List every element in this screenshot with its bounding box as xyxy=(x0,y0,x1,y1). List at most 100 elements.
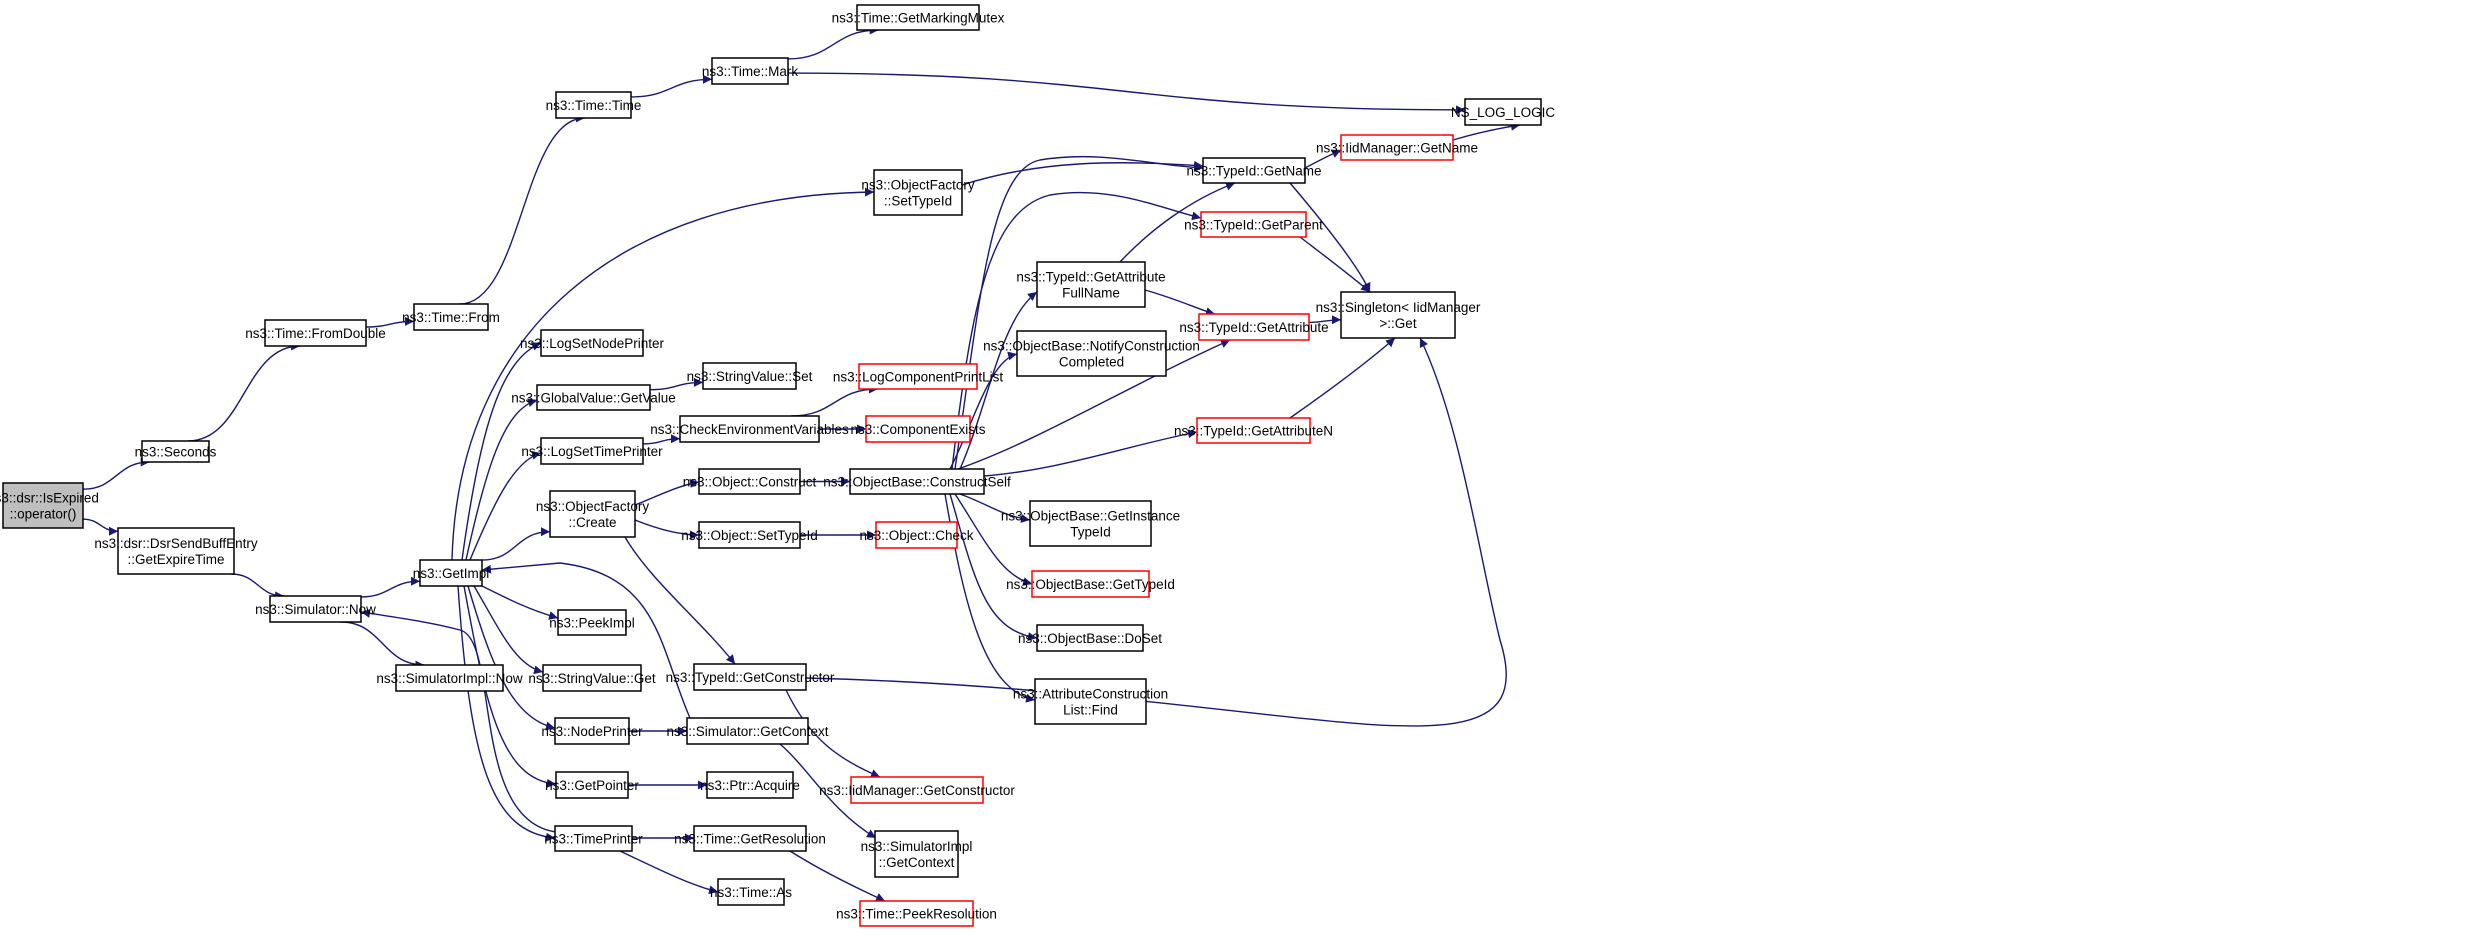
function-node-n21[interactable]: ns3::TimePrinter xyxy=(544,825,643,852)
node-label: ns3::TypeId::GetAttribute xyxy=(1016,270,1165,285)
function-node-n10[interactable]: ns3::GetImpl xyxy=(413,559,490,587)
function-node-n29[interactable]: ns3::Time::GetResolution xyxy=(674,825,826,852)
edge-line xyxy=(785,689,881,778)
function-node-n17[interactable]: ns3::PeekImpl xyxy=(549,609,635,636)
function-node-n49[interactable]: ns3::Singleton< IidManager >::Get xyxy=(1316,291,1481,339)
function-node-n28[interactable]: ns3::Ptr::Acquire xyxy=(700,771,800,799)
function-node-n31[interactable]: ns3::LogComponentPrintList xyxy=(833,363,1004,390)
function-node-n2[interactable]: ns3::dsr::DsrSendBuffEntry::GetExpireTim… xyxy=(94,527,258,575)
node-label: FullName xyxy=(1062,286,1120,301)
function-node-n27[interactable]: ns3::Simulator::GetContext xyxy=(666,717,829,745)
function-node-n33[interactable]: ns3::ObjectBase::ConstructSelf xyxy=(823,468,1011,495)
function-node-n25[interactable]: ns3::Object::SetTypeId xyxy=(681,521,818,549)
edge-line xyxy=(957,339,1231,470)
function-node-n5[interactable]: ns3::Time::Time xyxy=(546,91,642,119)
node-box xyxy=(395,664,504,692)
node-label: ns3::Singleton< IidManager xyxy=(1316,300,1481,315)
call-edge-n47-to-n49 xyxy=(1289,337,1396,419)
function-node-n18[interactable]: ns3::StringValue::Get xyxy=(528,664,656,692)
function-node-n35[interactable]: ns3::IidManager::GetConstructor xyxy=(819,776,1015,804)
edge-line xyxy=(1119,181,1236,263)
function-node-n6[interactable]: ns3::Time::Mark xyxy=(702,57,799,85)
function-node-n15[interactable]: ns3::LogSetTimePrinter xyxy=(521,437,663,465)
function-node-n24[interactable]: ns3::Object::Construct xyxy=(683,468,817,495)
function-node-n41[interactable]: ns3::ObjectBase::GetTypeId xyxy=(1006,570,1175,598)
function-node-n47[interactable]: ns3::TypeId::GetAttributeN xyxy=(1174,417,1333,444)
function-node-n4[interactable]: ns3::Time::From xyxy=(402,303,500,331)
node-label: ns3::PeekImpl xyxy=(549,616,635,631)
node-label: ns3::Time::From xyxy=(402,310,500,325)
edge-line xyxy=(463,585,557,788)
node-box xyxy=(873,169,963,216)
node-box xyxy=(269,595,362,623)
node-box xyxy=(1202,157,1306,184)
function-node-n42[interactable]: ns3::ObjectBase::DoSet xyxy=(1018,624,1162,652)
call-edge-n12-to-n44 xyxy=(961,160,1204,186)
function-node-n8[interactable]: NS_LOG_LOGIC xyxy=(1451,98,1556,126)
edge-line xyxy=(789,850,886,902)
function-node-n13[interactable]: ns3::LogSetNodePrinter xyxy=(520,329,665,357)
node-label: ns3::SimulatorImpl xyxy=(861,839,973,854)
node-box xyxy=(702,362,797,390)
edge-line xyxy=(360,608,557,833)
function-node-n9[interactable]: ns3::Simulator::Now xyxy=(255,595,376,623)
function-node-n12[interactable]: ns3::ObjectFactory::SetTypeId xyxy=(861,169,975,216)
edge-line xyxy=(1304,149,1342,169)
node-label: ns3::ObjectBase::GetTypeId xyxy=(1006,577,1175,592)
function-node-n48[interactable]: ns3::IidManager::GetName xyxy=(1316,134,1478,161)
node-box xyxy=(549,490,636,538)
function-node-n0[interactable]: ns3::dsr::IsExpired::operator() xyxy=(0,482,99,529)
function-node-n36[interactable]: ns3::SimulatorImpl::GetContext xyxy=(861,830,973,878)
function-node-n16[interactable]: ns3::ObjectFactory::Create xyxy=(536,490,650,538)
function-node-n39[interactable]: ns3::ObjectBase::NotifyConstructionCompl… xyxy=(983,330,1200,377)
edge-line xyxy=(791,384,878,417)
function-node-n23[interactable]: ns3::CheckEnvironmentVariables xyxy=(650,415,849,443)
node-label: >::Get xyxy=(1379,316,1416,331)
node-box xyxy=(1029,500,1152,547)
call-edge-n2-to-n9 xyxy=(231,573,285,601)
edge-line xyxy=(634,519,700,540)
function-node-n30[interactable]: ns3::Time::As xyxy=(710,878,792,906)
node-box xyxy=(540,437,644,465)
function-node-n32[interactable]: ns3::ComponentExists xyxy=(850,415,986,443)
node-label: ns3::Time::PeekResolution xyxy=(836,907,997,922)
function-node-n3[interactable]: ns3::Time::FromDouble xyxy=(245,319,386,347)
node-box xyxy=(1036,261,1146,308)
edge-line xyxy=(365,316,415,328)
node-label: ns3::ObjectBase::DoSet xyxy=(1018,631,1162,646)
call-edge-n10-to-n21 xyxy=(457,585,556,842)
function-node-n22[interactable]: ns3::StringValue::Set xyxy=(687,362,813,390)
edge-line xyxy=(959,493,1031,523)
function-node-n19[interactable]: ns3::NodePrinter xyxy=(541,717,643,745)
node-label: ns3::IidManager::GetConstructor xyxy=(819,783,1015,798)
function-node-n11[interactable]: ns3::SimulatorImpl::Now xyxy=(376,664,523,692)
function-node-n37[interactable]: ns3::Time::PeekResolution xyxy=(836,900,997,927)
function-node-n46[interactable]: ns3::TypeId::GetAttribute xyxy=(1179,313,1329,341)
function-node-n26[interactable]: ns3::TypeId::GetConstructor xyxy=(666,663,835,691)
function-node-n34[interactable]: ns3::Object::Check xyxy=(859,521,974,549)
node-label: ns3::LogComponentPrintList xyxy=(833,370,1004,385)
function-node-n44[interactable]: ns3::TypeId::GetName xyxy=(1186,157,1322,184)
edge-line xyxy=(481,527,551,561)
edge-line xyxy=(1452,121,1521,141)
node-box xyxy=(2,482,84,529)
call-edge-n27-to-n36 xyxy=(779,743,877,839)
node-box xyxy=(557,609,627,636)
function-node-n14[interactable]: ns3::GlobalValue::GetValue xyxy=(511,384,676,411)
function-node-n1[interactable]: ns3::Seconds xyxy=(135,440,217,463)
node-label: ns3::NodePrinter xyxy=(541,724,643,739)
node-box xyxy=(264,319,367,347)
function-node-n45[interactable]: ns3::TypeId::GetParent xyxy=(1184,211,1323,238)
function-node-n7[interactable]: ns3::Time::GetMarkingMutex xyxy=(832,4,1005,31)
node-label: ns3::Time::GetResolution xyxy=(674,832,826,847)
function-node-n20[interactable]: ns3::GetPointer xyxy=(545,771,639,799)
call-edge-n10-to-n13 xyxy=(461,342,542,561)
node-label: ns3::Seconds xyxy=(135,445,217,460)
node-label: ns3::Time::Mark xyxy=(702,64,799,79)
node-label: ns3::dsr::DsrSendBuffEntry xyxy=(94,536,258,551)
node-label: ns3::Ptr::Acquire xyxy=(700,778,800,793)
node-box xyxy=(555,771,629,799)
